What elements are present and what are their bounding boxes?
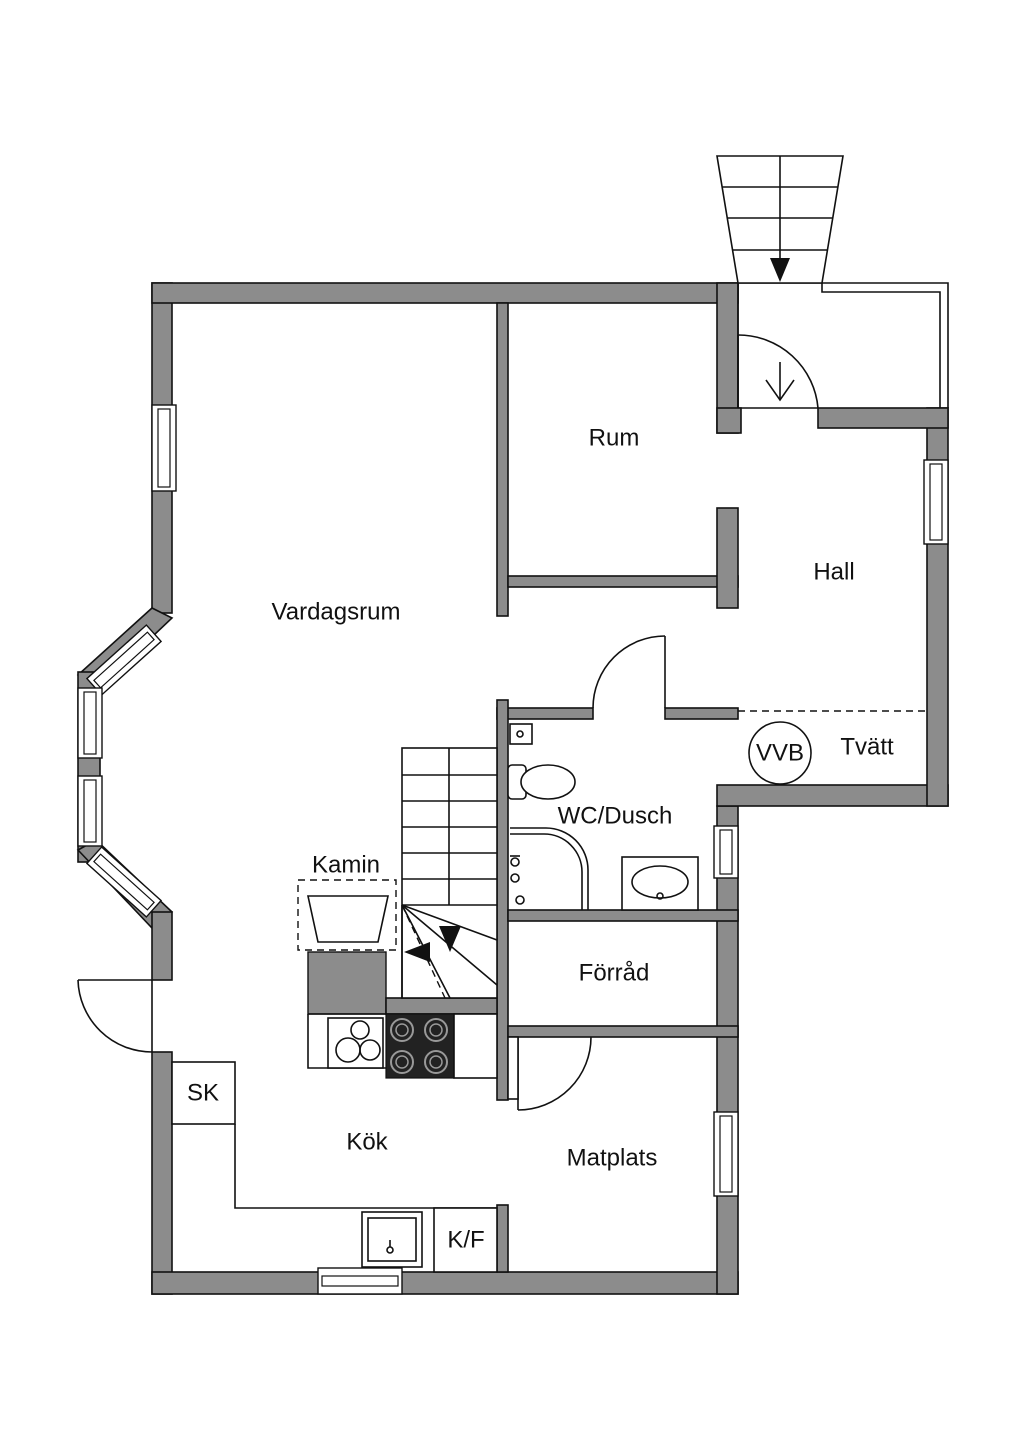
window-bay-mid-1 [77,687,103,759]
outside-steps [716,155,844,284]
toilet [507,764,576,800]
window-matplats [713,1111,739,1197]
label-rum: Rum [589,424,640,451]
label-hall: Hall [813,558,854,585]
shower [510,827,589,910]
window-vardagsrum-left [151,404,177,492]
wc-door [592,635,666,709]
label-vardagsrum: Vardagsrum [272,598,401,625]
label-matplats: Matplats [567,1144,658,1171]
label-wc-dusch: WC/Dusch [558,802,673,829]
wc-sink [621,856,699,911]
doors [77,635,666,1111]
label-forrad: Förråd [579,959,650,986]
room-labels: Vardagsrum Rum Hall Tvätt WC/Dusch Förrå… [272,424,894,1171]
entrance-door [737,334,819,409]
stove [385,1013,455,1079]
microwave-unit [327,1017,384,1069]
label-kok: Kök [346,1128,388,1155]
steps-arrow [770,258,790,282]
window-kok-bottom [317,1267,403,1295]
vvb-label: VVB [756,739,804,766]
exterior-side-door [77,979,153,1053]
kf-fridge: K/F [433,1207,498,1273]
stair-arrow-down [439,926,461,952]
window-bay-mid-2 [77,775,103,847]
stair-arrow-left [404,942,430,962]
wc-fixtures [507,723,699,911]
kitchen-sink [361,1211,423,1268]
windows [77,404,949,1295]
window-hall [923,459,949,545]
label-tvatt: Tvätt [840,733,894,760]
tvatt-area: VVB [738,710,927,785]
matplats-door [507,1036,592,1111]
kf-label: K/F [447,1226,484,1253]
window-bay-upper [85,624,163,696]
wc-small-box [509,723,533,745]
window-wc [713,825,739,879]
entrance-porch [716,155,949,434]
staircase [401,747,498,999]
kamin-label: Kamin [312,851,380,878]
window-bay-lower [85,846,163,918]
kitchen-fixtures: SK K/F [171,1013,498,1273]
sk-cabinet: SK [171,1061,236,1125]
vvb-circle [748,721,812,785]
sk-label: SK [187,1079,219,1106]
kamin: Kamin [297,851,397,951]
